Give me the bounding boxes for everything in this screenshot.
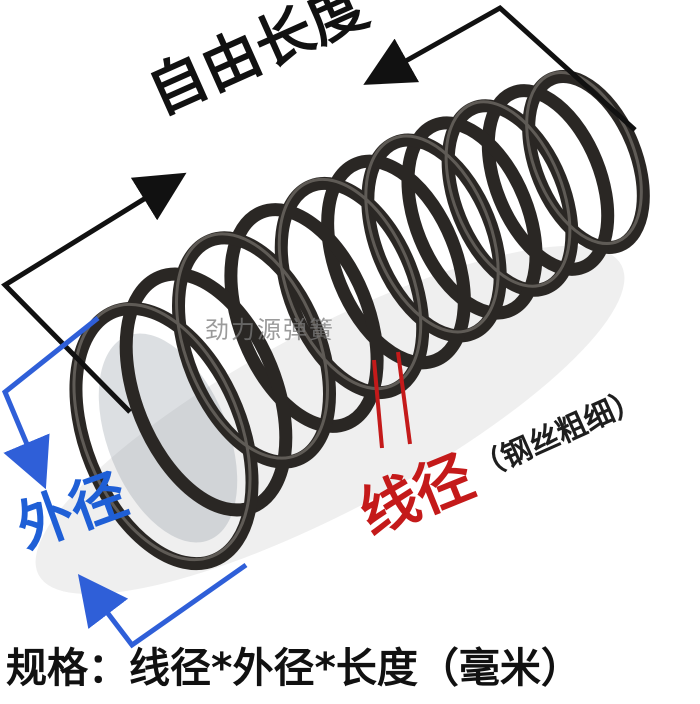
wire-diameter-marks	[372, 351, 412, 449]
free-length-arrow	[1, 4, 637, 414]
spring-coils	[69, 69, 650, 571]
watermark-text: 劲力源弹簧	[205, 316, 335, 344]
specification-caption: 规格：线径*外径*长度（毫米）	[6, 644, 582, 692]
outer-diameter-arrow	[1, 316, 248, 649]
